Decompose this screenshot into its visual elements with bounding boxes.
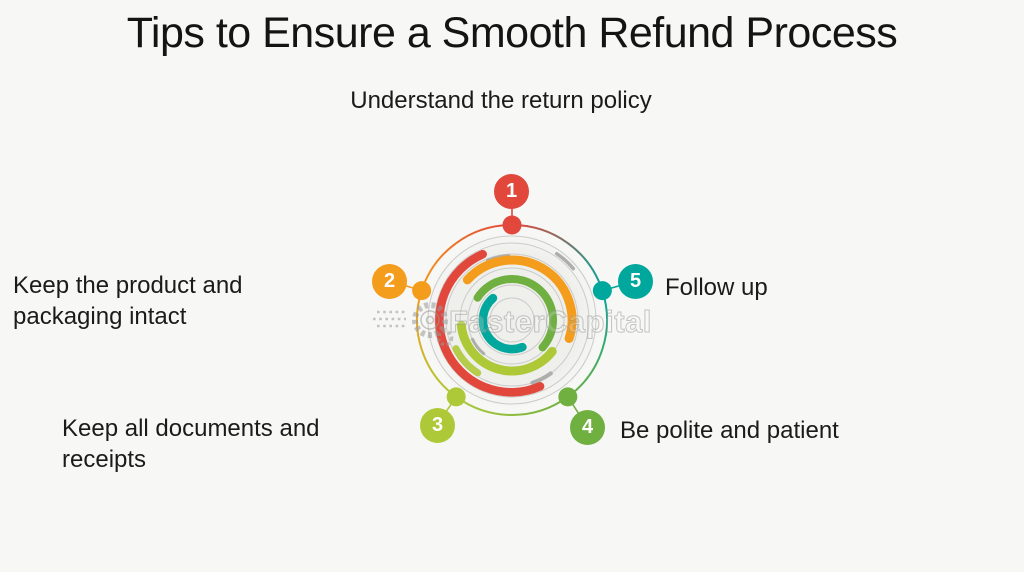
step-badge-3: 3 (420, 408, 455, 443)
step-label-keep-product: Keep the product and packaging intact (13, 272, 243, 330)
step-badge-2: 2 (372, 264, 407, 299)
step-label-be-polite: Be polite and patient (620, 417, 839, 444)
watermark: FasterCapital (373, 302, 652, 347)
page-title: Tips to Ensure a Smooth Refund Process (126, 9, 898, 57)
colored-arcs (435, 249, 577, 397)
step-label-follow-up: Follow up (665, 274, 768, 301)
watermark-text: FasterCapital (449, 304, 652, 339)
gear-icon (373, 302, 454, 347)
outer-ring (416, 224, 608, 416)
step-badge-5: 5 (618, 264, 653, 299)
ring-dots (412, 215, 612, 407)
step-label-keep-documents: Keep all documents and receipts (62, 415, 320, 473)
step-badge-4: 4 (570, 410, 605, 445)
step-label-understand-policy: Understand the return policy (350, 87, 652, 114)
step-badge-1: 1 (494, 174, 529, 209)
